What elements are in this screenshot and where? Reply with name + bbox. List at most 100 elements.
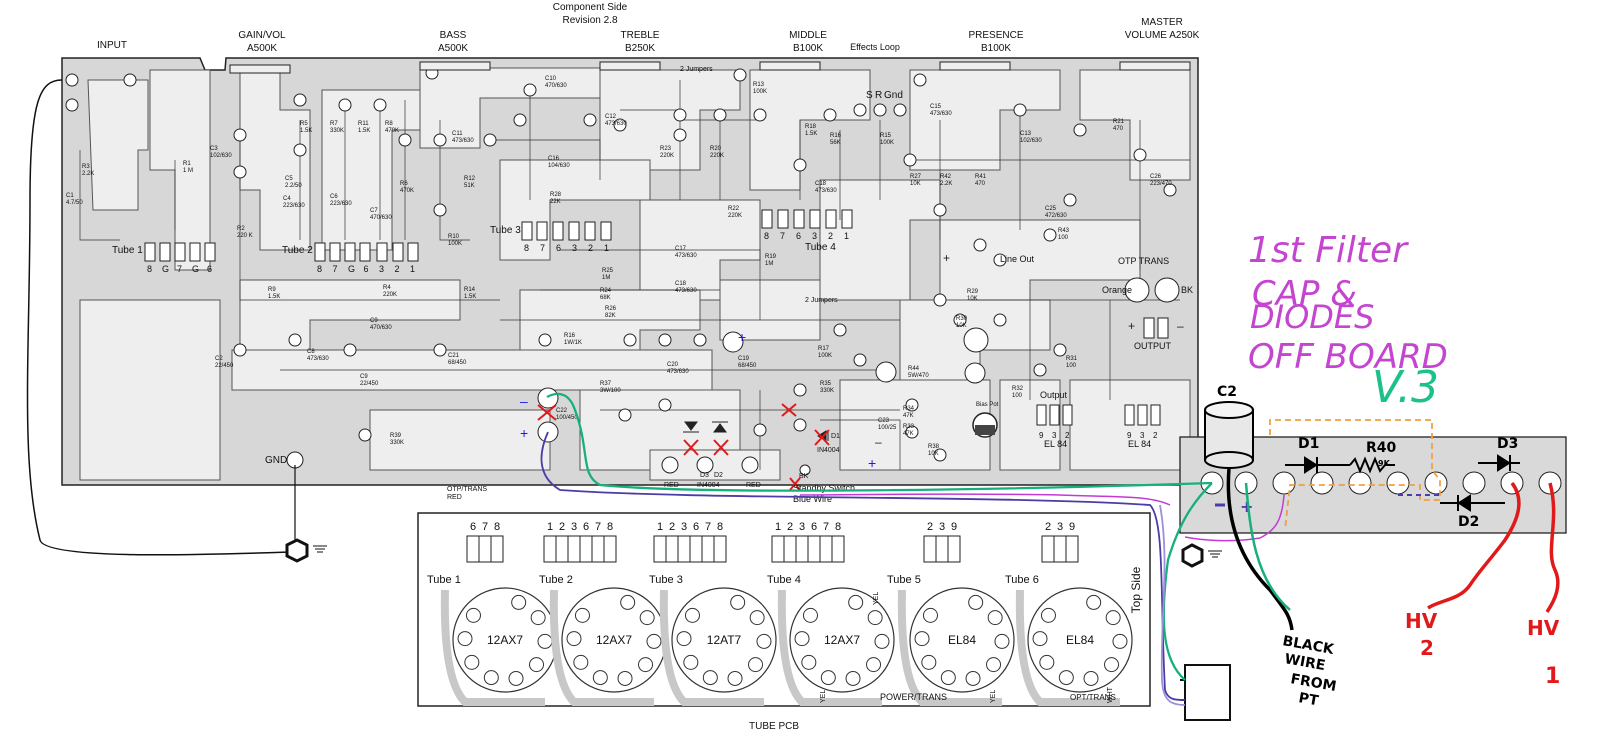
tube-pcb-label-6: Tube 6 — [1005, 574, 1039, 586]
standby-label: Standby Switch — [793, 483, 855, 493]
component-ref-r9: R9 — [268, 287, 276, 293]
jumpers-top: 2 Jumpers — [680, 66, 713, 73]
component-ref-c13: C13 — [1020, 131, 1032, 137]
tube1-pin-8: 8 — [147, 264, 152, 274]
component-ref-c5: C5 — [285, 176, 293, 182]
component-ref-r26: R26 — [605, 306, 617, 312]
svg-text:+: + — [1128, 319, 1135, 333]
offboard-board: C2 D1 R40 9K D3 D2 + — [1179, 384, 1567, 721]
component-ref-r8: R8 — [385, 121, 393, 127]
component-ref-r34: R34 — [903, 406, 915, 412]
middle-value: B100K — [793, 43, 823, 54]
svg-text:–: – — [1177, 319, 1184, 333]
component-ref-r15: R15 — [880, 133, 892, 139]
component-value-c18b: 473/630 — [675, 288, 697, 294]
component-value-r16b: 1W/1K — [564, 340, 582, 346]
component-value-c1: 4.7/50 — [66, 200, 83, 206]
tube4-pin-1: 1 — [844, 231, 849, 241]
component-ref-r2: R2 — [237, 226, 245, 232]
component-value-r35: 330K — [820, 388, 834, 394]
component-value-r3: 2.2K — [82, 171, 94, 177]
component-ref-r35: R35 — [820, 381, 832, 387]
component-value-r38: 10K — [928, 451, 939, 457]
tube2-pin-6: 6 — [364, 264, 369, 274]
component-ref-r23: R23 — [660, 146, 672, 152]
red-label-1: RED — [664, 482, 679, 489]
board-labels: Tube 1 Tube 2 Tube 3 Tube 4 2 Jumpers 2 … — [112, 66, 1193, 504]
yel-label-1: YEL — [820, 690, 827, 703]
gnd-label: GND — [265, 455, 287, 466]
component-value-c8: 473/630 — [307, 356, 329, 362]
component-ref-r22: R22 — [728, 206, 740, 212]
blue-wire-label: Blue Wire — [793, 494, 832, 504]
component-value-c12: 473/630 — [605, 121, 627, 127]
tube3-pin-7: 7 — [540, 243, 545, 253]
component-ref-r30: R30 — [956, 316, 968, 322]
orange-label: Orange — [1102, 285, 1132, 295]
bias-pot-label: Bias Pot — [976, 402, 999, 408]
fx-return: R — [875, 90, 882, 101]
component-ref-r28: R28 — [550, 192, 562, 198]
note-line-1: 1st Filter — [1248, 230, 1409, 271]
component-ref-r12: R12 — [464, 176, 476, 182]
tube2-pin-G: G — [348, 264, 355, 274]
r40-label: R40 — [1366, 440, 1397, 456]
red-label-2: RED — [746, 482, 761, 489]
bass-value: A500K — [438, 43, 468, 54]
tube4-pin-8: 8 — [764, 231, 769, 241]
tube2-pin-8: 8 — [317, 264, 322, 274]
component-value-r21: 470 — [1113, 126, 1124, 132]
d2-offboard-label: D2 — [1458, 514, 1479, 530]
otp-trans-label: OTP TRANS — [1118, 256, 1169, 266]
revision-label: Revision 2.8 — [562, 15, 617, 26]
d1-label: D1 — [831, 433, 840, 440]
yel-label-3: YEL — [990, 690, 997, 703]
tube-pcb-pin-1-7: 7 — [482, 521, 488, 533]
component-ref-r13: R13 — [753, 82, 765, 88]
component-ref-r44: R44 — [908, 366, 920, 372]
tube-type-1: 12AX7 — [487, 633, 523, 647]
component-value-r42: 2.2K — [940, 181, 952, 187]
component-value-r5: 1.5K — [300, 128, 312, 134]
component-ref-c22: C22 — [556, 408, 568, 414]
tube-pcb-label-4: Tube 4 — [767, 574, 801, 586]
tube-pcb-pin-2-8: 8 — [607, 521, 613, 533]
component-ref-c15: C15 — [930, 104, 942, 110]
tube-pcb-title: TUBE PCB — [749, 721, 799, 732]
component-ref-c16: C16 — [548, 156, 560, 162]
tube-pcb-label-1: Tube 1 — [427, 574, 461, 586]
component-value-r22: 220K — [728, 213, 742, 219]
component-ref-r24: R24 — [600, 288, 612, 294]
tube-pcb-pin-2-3: 3 — [571, 521, 577, 533]
note-version: V.3 — [1372, 362, 1439, 413]
component-value-r18: 1.5K — [805, 131, 817, 137]
black-wire-text-2: WIRE — [1283, 651, 1326, 674]
tube4-pin-7: 7 — [780, 231, 785, 241]
component-ref-r25: R25 — [602, 268, 614, 274]
component-ref-r41: R41 — [975, 174, 987, 180]
el84a-pin-9: 9 — [1039, 431, 1044, 440]
component-ref-c26: C26 — [1150, 174, 1162, 180]
tube2-pin-7: 7 — [333, 264, 338, 274]
component-value-r23: 220K — [660, 153, 674, 159]
component-value-c7: 470/630 — [370, 215, 392, 221]
component-value-c11: 473/630 — [452, 138, 474, 144]
tube-pcb-pin-3-7: 7 — [705, 521, 711, 533]
component-value-r13: 100K — [753, 89, 767, 95]
tube-pcb-pin-6-3: 3 — [1057, 521, 1063, 533]
component-ref-r27: R27 — [910, 174, 922, 180]
el84a-pin-2: 2 — [1065, 431, 1070, 440]
d3-label: D3 — [700, 472, 709, 479]
tube-pcb-label-5: Tube 5 — [887, 574, 921, 586]
tube-pcb-pin-1-8: 8 — [494, 521, 500, 533]
svg-text:+: + — [738, 329, 746, 345]
hv1-label-2: 1 — [1545, 664, 1560, 689]
fx-send: S — [866, 90, 873, 101]
line-out-label: Line Out — [1000, 254, 1035, 264]
component-side-label: Component Side — [553, 2, 628, 13]
